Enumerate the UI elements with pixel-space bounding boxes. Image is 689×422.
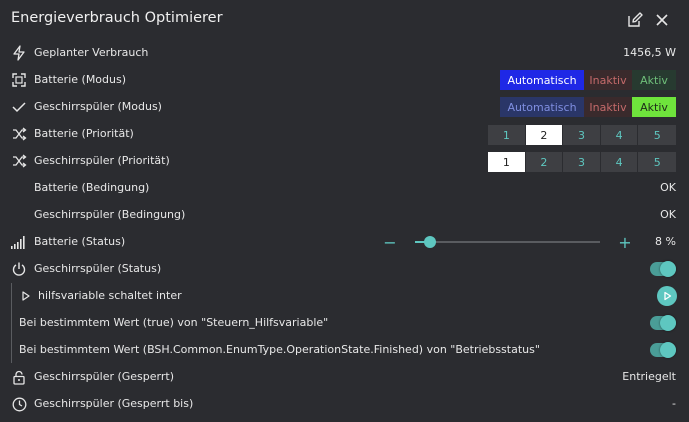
wert-finished-label: Bei bestimmtem Wert (BSH.Common.EnumType… [19,343,540,356]
batterie-prio-4[interactable]: 4 [600,125,639,145]
spueler-prio-2[interactable]: 2 [525,152,564,172]
slider-fill [415,241,430,243]
spueler-prio-selector: 1 2 3 4 5 [488,152,676,172]
slider-increase-button[interactable]: + [618,232,632,252]
batterie-prio-1[interactable]: 1 [488,125,526,145]
row-hilfsvariable: hilfsvariable schaltet inter [0,283,689,310]
batterie-prio-label: Batterie (Priorität) [34,127,134,140]
expand-icon [10,71,28,89]
row-spueler-modus: Geschirrspüler (Modus) Automatisch Inakt… [0,94,689,121]
dialog-title: Energieverbrauch Optimierer [11,10,223,26]
row-spueler-prioritaet: Geschirrspüler (Priorität) 1 2 3 4 5 [0,148,689,175]
row-spueler-bedingung: Geschirrspüler (Bedingung) OK [0,202,689,229]
toggle-knob [660,342,676,358]
play-icon[interactable] [657,286,677,306]
gesperrt-bis-value: - [672,397,676,410]
power-icon [10,260,28,278]
batterie-prio-3[interactable]: 3 [563,125,601,145]
edit-icon[interactable] [626,11,644,29]
row-spueler-gesperrt-bis: Geschirrspüler (Gesperrt bis) - [0,391,689,418]
batterie-modus-inaktiv[interactable]: Inaktiv [584,70,632,90]
batterie-prio-selector: 1 2 3 4 5 [488,125,676,145]
spueler-prio-5[interactable]: 5 [638,152,676,172]
row-spueler-gesperrt: Geschirrspüler (Gesperrt) Entriegelt [0,364,689,391]
batterie-modus-selector: Automatisch Inaktiv Aktiv [500,70,676,90]
verbrauch-value: 1456,5 W [623,46,676,59]
lock-icon [10,368,28,386]
row-batterie-status: Batterie (Status) − + 8 % [0,229,689,256]
row-wert-true: Bei bestimmtem Wert (true) von "Steuern_… [0,310,689,337]
spueler-status-toggle[interactable] [650,261,676,277]
toggle-knob [660,261,676,277]
spueler-prio-label: Geschirrspüler (Priorität) [34,154,170,167]
group-divider [11,283,12,363]
spueler-bed-value: OK [660,208,676,221]
verbrauch-label: Geplanter Verbrauch [34,46,149,59]
row-geplanter-verbrauch: Geplanter Verbrauch 1456,5 W [0,40,689,67]
caret-right-icon[interactable] [17,287,35,305]
batterie-modus-aktiv[interactable]: Aktiv [632,70,676,90]
slider-thumb[interactable] [423,236,436,248]
dialog-header: Energieverbrauch Optimierer [0,0,689,40]
batterie-modus-label: Batterie (Modus) [34,73,127,86]
spueler-modus-inaktiv[interactable]: Inaktiv [584,97,632,117]
shuffle-icon [10,152,28,170]
gesperrt-bis-label: Geschirrspüler (Gesperrt bis) [34,397,194,410]
batterie-prio-5[interactable]: 5 [638,125,676,145]
batterie-modus-automatisch[interactable]: Automatisch [500,70,584,90]
spueler-bed-label: Geschirrspüler (Bedingung) [34,208,186,221]
row-batterie-bedingung: Batterie (Bedingung) OK [0,175,689,202]
gesperrt-label: Geschirrspüler (Gesperrt) [34,370,174,383]
check-icon [10,98,28,116]
batterie-prio-2[interactable]: 2 [525,125,564,145]
spueler-status-label: Geschirrspüler (Status) [34,262,162,275]
hilfsvariable-label: hilfsvariable schaltet inter [38,289,182,302]
row-spueler-status: Geschirrspüler (Status) [0,256,689,283]
spueler-modus-automatisch[interactable]: Automatisch [500,97,584,117]
wert-finished-toggle[interactable] [650,342,676,358]
batterie-status-slider: − + [380,232,635,252]
signal-bars-icon [10,233,28,251]
clock-icon [10,395,28,413]
spueler-prio-4[interactable]: 4 [600,152,639,172]
slider-track[interactable] [415,236,600,248]
batterie-status-label: Batterie (Status) [34,235,126,248]
spueler-modus-label: Geschirrspüler (Modus) [34,100,162,113]
batterie-bed-value: OK [660,181,676,194]
toggle-knob [660,315,676,331]
row-batterie-prioritaet: Batterie (Priorität) 1 2 3 4 5 [0,121,689,148]
batterie-status-value: 8 % [655,235,676,248]
batterie-bed-label: Batterie (Bedingung) [34,181,150,194]
shuffle-icon [10,125,28,143]
gesperrt-value: Entriegelt [622,370,676,383]
spueler-prio-3[interactable]: 3 [563,152,601,172]
slider-decrease-button[interactable]: − [383,232,397,252]
spueler-modus-aktiv[interactable]: Aktiv [632,97,676,117]
lightning-icon [10,44,28,62]
row-wert-finished: Bei bestimmtem Wert (BSH.Common.EnumType… [0,337,689,364]
spueler-modus-selector: Automatisch Inaktiv Aktiv [500,97,676,117]
row-batterie-modus: Batterie (Modus) Automatisch Inaktiv Akt… [0,67,689,94]
close-icon[interactable] [653,11,671,29]
spueler-prio-1[interactable]: 1 [488,152,526,172]
wert-true-label: Bei bestimmtem Wert (true) von "Steuern_… [19,316,329,329]
wert-true-toggle[interactable] [650,315,676,331]
